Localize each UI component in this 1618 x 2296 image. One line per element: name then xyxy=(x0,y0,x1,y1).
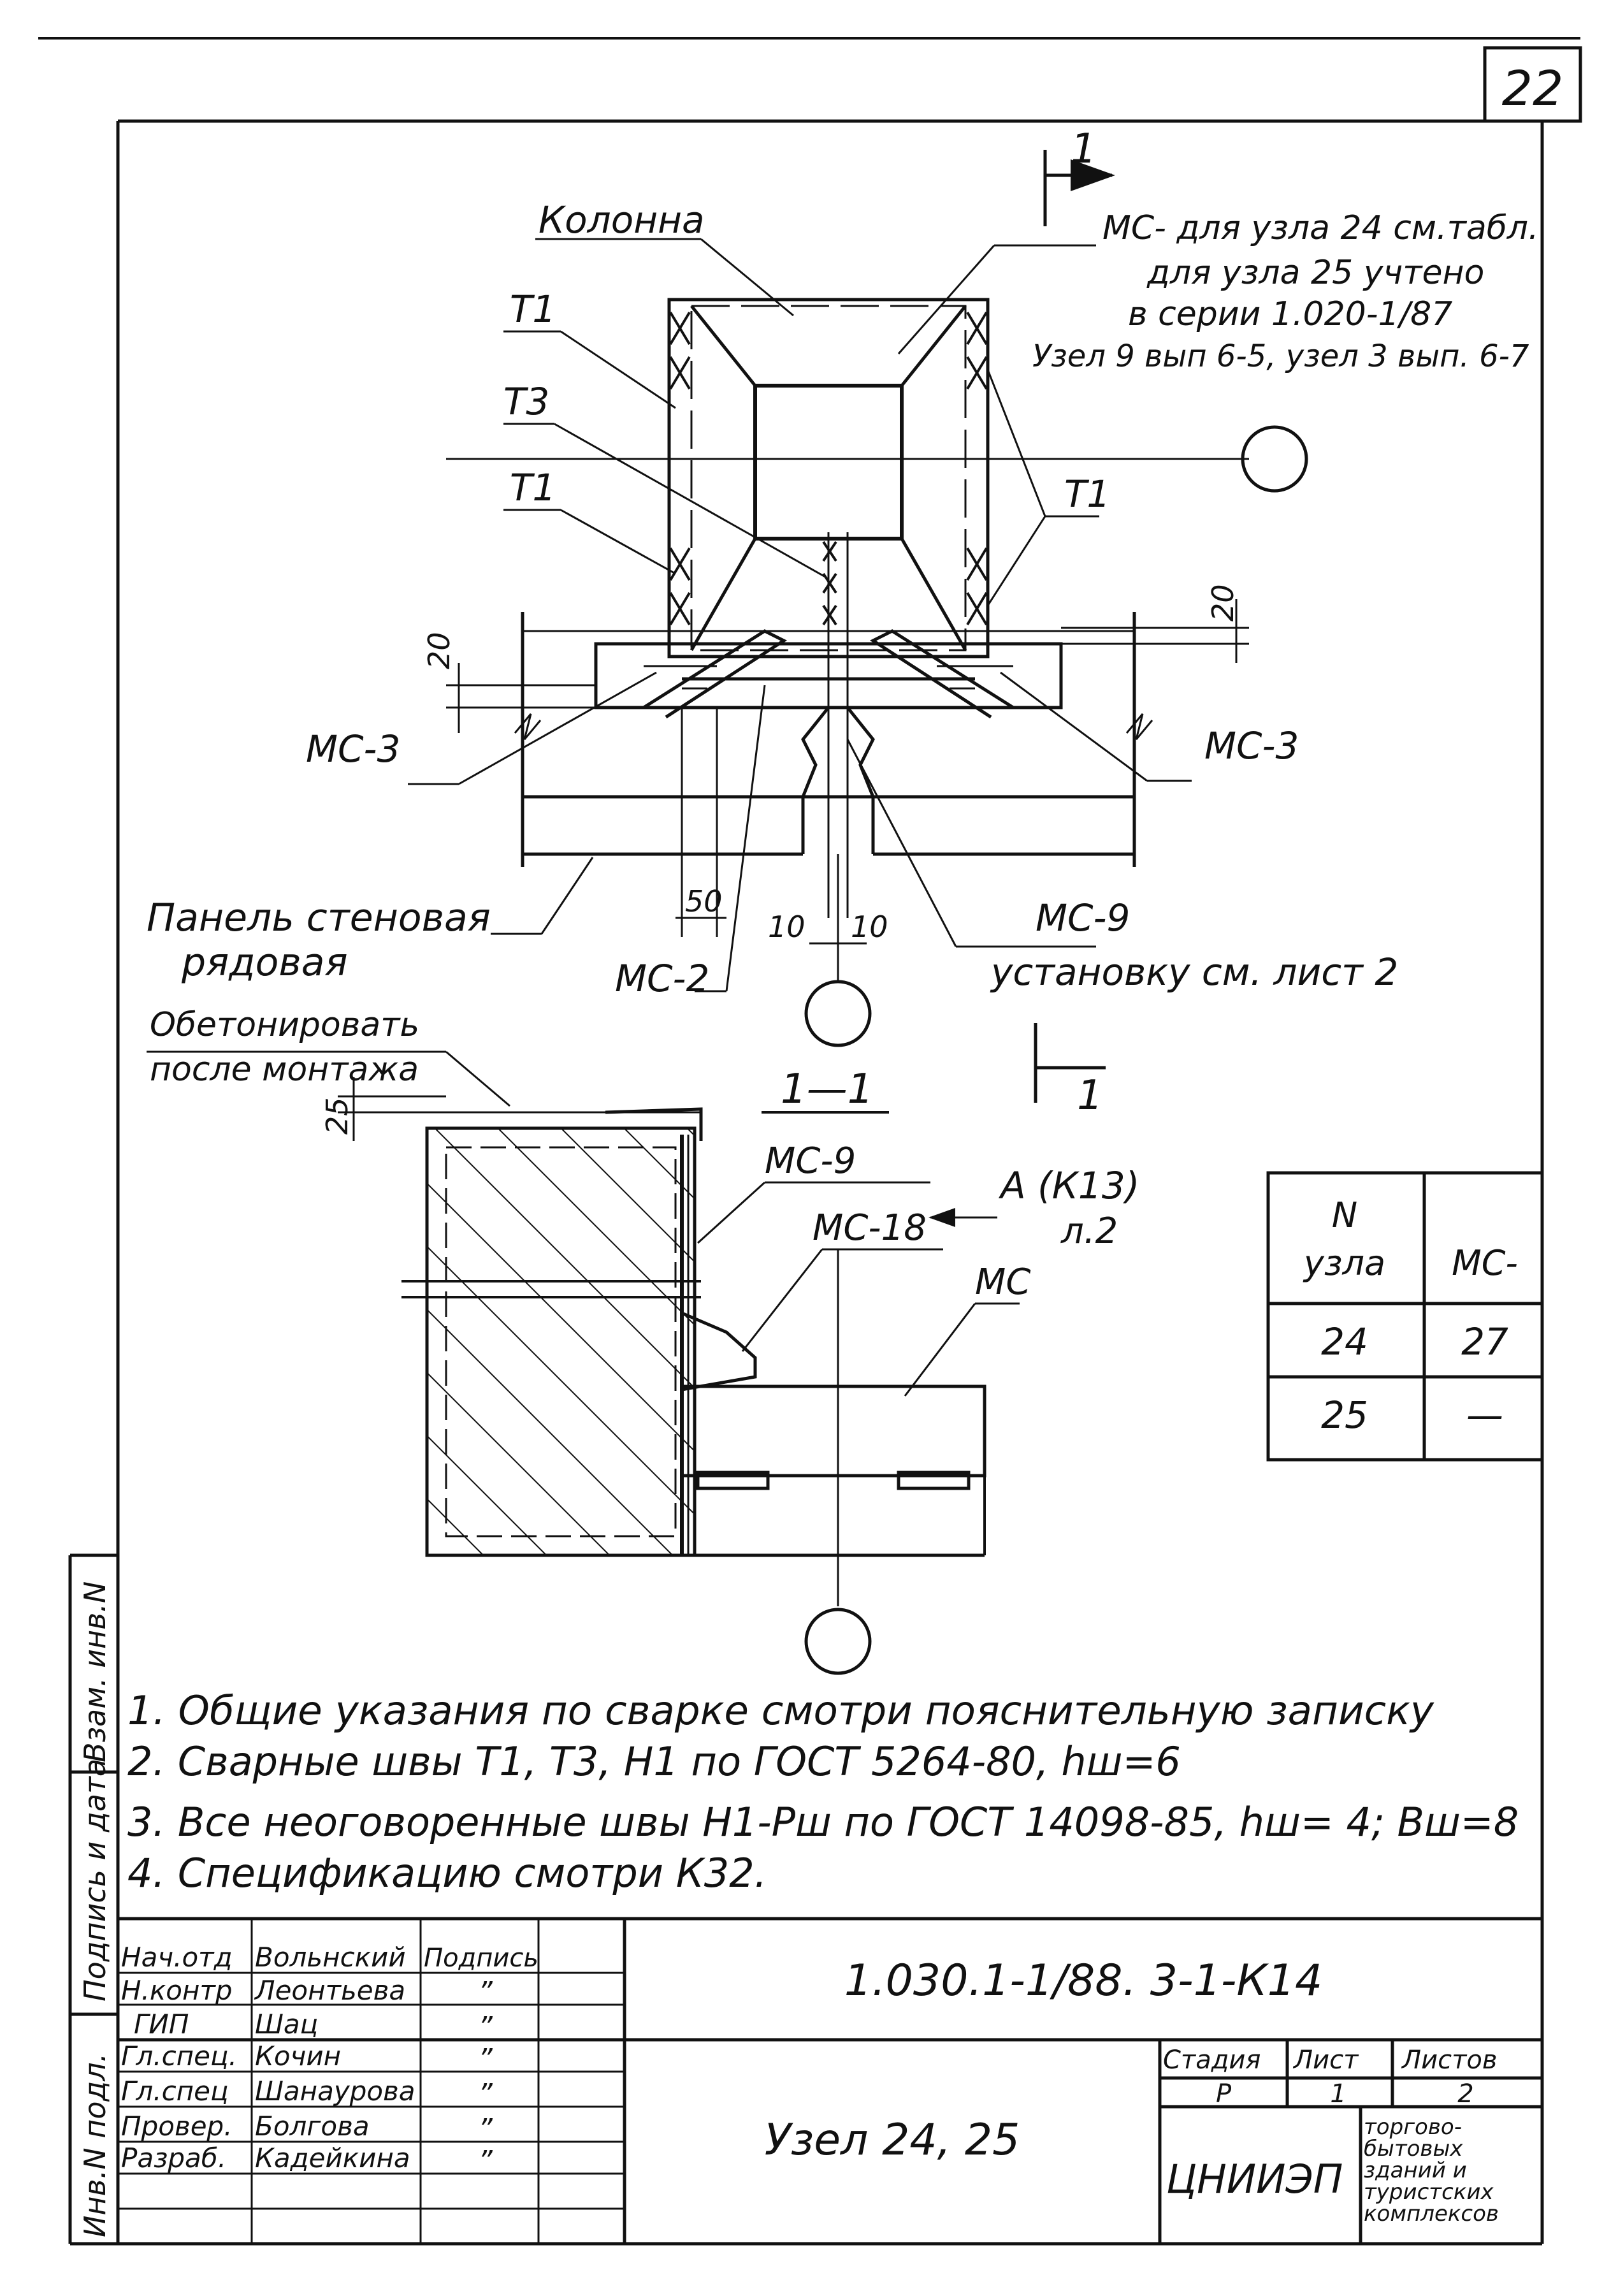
section-labels: 1—1 Обетонировать после монтажа 25 МС-9 … xyxy=(150,1006,1139,1303)
organization: ЦНИИЭП xyxy=(1166,2156,1343,2202)
section-mark-bottom: 1 xyxy=(1077,1072,1103,1119)
label-concrete-2: после монтажа xyxy=(150,1050,419,1089)
side-stamp-text: Инв.N подл. Подпись и дата Взам. инв.N xyxy=(78,1581,112,2237)
node-table-header-n: N xyxy=(1332,1195,1357,1235)
label-ms-note-1: МС- для узла 24 см.табл. xyxy=(1102,209,1539,247)
staff-name-6: Болгова xyxy=(255,2111,370,2142)
staff-sign-2: ” xyxy=(478,1976,493,2009)
organization-desc-1: торгово- xyxy=(1364,2114,1462,2140)
staff-role-5: Гл.спец xyxy=(121,2075,229,2107)
node-table-text: N узла МС- 24 27 25 — xyxy=(1303,1195,1518,1437)
label-t1-b: Т1 xyxy=(510,466,556,509)
title-block-text: Подпись Нач.отд Вольнский Н.контр Леонть… xyxy=(121,1942,1499,2227)
label-ms2: МС-2 xyxy=(615,957,709,1000)
sheet-number: 22 xyxy=(1502,60,1564,117)
staff-role-1: Нач.отд xyxy=(121,1942,233,1973)
staff-role-3: ГИП xyxy=(134,2009,189,2040)
label-ms3-right: МС-3 xyxy=(1204,724,1299,767)
label-ms-section: МС xyxy=(975,1261,1030,1303)
drawing-title: Узел 24, 25 xyxy=(765,2115,1020,2165)
side-stamp-vzam-inv: Взам. инв.N xyxy=(78,1581,112,1762)
side-stamp xyxy=(68,1553,118,2246)
node-table-row1-node: 24 xyxy=(1321,1320,1368,1363)
node-table-header-ms: МС- xyxy=(1452,1243,1518,1283)
dim-10-right: 10 xyxy=(851,910,888,944)
staff-name-5: Шанаурова xyxy=(255,2075,415,2107)
staff-role-2: Н.контр xyxy=(121,1975,233,2006)
staff-sign-6: ” xyxy=(478,2113,493,2146)
section-view xyxy=(147,1050,1020,1675)
node-table-row2-node: 25 xyxy=(1321,1393,1368,1437)
node-table-row2-ms: — xyxy=(1466,1393,1503,1437)
sheets-label: Листов xyxy=(1401,2045,1497,2075)
dim-10-left: 10 xyxy=(768,910,805,944)
stage-label: Стадия xyxy=(1163,2045,1260,2075)
stage-value: Р xyxy=(1216,2079,1232,2109)
label-panel-2: рядовая xyxy=(181,940,348,985)
label-panel-1: Панель стеновая xyxy=(147,896,491,940)
organization-desc-3: зданий и xyxy=(1364,2158,1467,2183)
sheet-value: 1 xyxy=(1330,2079,1346,2109)
plan-labels: 1 Колонна МС- для узла 24 см.табл. для у… xyxy=(147,126,1539,1119)
staff-name-1: Вольнский xyxy=(255,1942,406,1973)
staff-role-6: Провер. xyxy=(121,2111,233,2142)
staff-name-2: Леонтьева xyxy=(254,1975,405,2006)
label-ms-note-4: Узел 9 вып 6-5, узел 3 вып. 6-7 xyxy=(1032,338,1529,374)
staff-sign-5: ” xyxy=(478,2078,493,2111)
note-1: 1. Общие указания по сварке смотри поясн… xyxy=(127,1687,1434,1734)
label-ms3-left: МС-3 xyxy=(306,727,400,771)
note-3: 3. Все неоговоренные швы Н1-Рш по ГОСТ 1… xyxy=(127,1799,1519,1845)
staff-name-4: Кочин xyxy=(255,2040,341,2072)
note-2: 2. Сварные швы Т1, Т3, Н1 по ГОСТ 5264-8… xyxy=(127,1738,1181,1785)
label-ms18: МС-18 xyxy=(813,1207,927,1249)
label-t1-a: Т1 xyxy=(510,287,556,331)
staff-name-3: Шац xyxy=(255,2009,318,2040)
dim-25: 25 xyxy=(320,1097,354,1135)
organization-desc-4: туристских xyxy=(1364,2179,1494,2205)
label-ms9-section: МС-9 xyxy=(765,1140,856,1182)
staff-name-7: Кадейкина xyxy=(255,2142,410,2174)
plan-view xyxy=(408,150,1308,1103)
staff-sign-7: ” xyxy=(478,2145,493,2177)
label-ms-note-2: для узла 25 учтено xyxy=(1146,254,1484,292)
staff-role-4: Гл.спец. xyxy=(121,2040,237,2072)
label-view-a-2: л.2 xyxy=(1060,1210,1118,1252)
label-concrete-1: Обетонировать xyxy=(150,1006,419,1044)
title-block xyxy=(118,1917,1542,2244)
staff-sign-4: ” xyxy=(478,2043,493,2075)
organization-desc-5: комплексов xyxy=(1364,2201,1499,2227)
staff-role-7: Разраб. xyxy=(121,2142,226,2174)
node-table xyxy=(1266,1171,1544,1462)
label-ms-note-3: в серии 1.020-1/87 xyxy=(1128,295,1452,333)
staff-sign-3: ” xyxy=(478,2011,493,2044)
notes: 1. Общие указания по сварке смотри поясн… xyxy=(127,1687,1519,1896)
section-mark-top: 1 xyxy=(1071,126,1097,173)
signature-header: Подпись xyxy=(424,1944,538,1973)
side-stamp-signature-date: Подпись и дата xyxy=(78,1759,112,2002)
dim-50: 50 xyxy=(685,884,723,919)
label-view-a-1: А (К13) xyxy=(998,1164,1139,1207)
document-code: 1.030.1-1/88. 3-1-К14 xyxy=(844,1956,1322,2006)
node-table-row1-ms: 27 xyxy=(1461,1320,1508,1363)
label-t1-c: Т1 xyxy=(1064,472,1110,516)
sheet-label: Лист xyxy=(1292,2045,1359,2075)
label-column: Колонна xyxy=(538,198,705,242)
label-ms9-install: установку см. лист 2 xyxy=(990,950,1398,994)
section-title: 1—1 xyxy=(781,1066,873,1113)
side-stamp-inv-podl: Инв.N подл. xyxy=(78,2053,112,2237)
node-table-header-node: узла xyxy=(1303,1243,1385,1283)
label-t3: Т3 xyxy=(503,380,549,423)
sheets-value: 2 xyxy=(1457,2079,1473,2109)
sheet-frame xyxy=(38,37,1582,2246)
organization-desc-2: бытовых xyxy=(1364,2136,1463,2162)
label-ms9-top: МС-9 xyxy=(1036,896,1130,940)
note-4: 4. Спецификацию смотри К32. xyxy=(127,1850,767,1896)
dim-20-right: 20 xyxy=(1206,584,1240,621)
dim-20-left: 20 xyxy=(422,632,456,669)
